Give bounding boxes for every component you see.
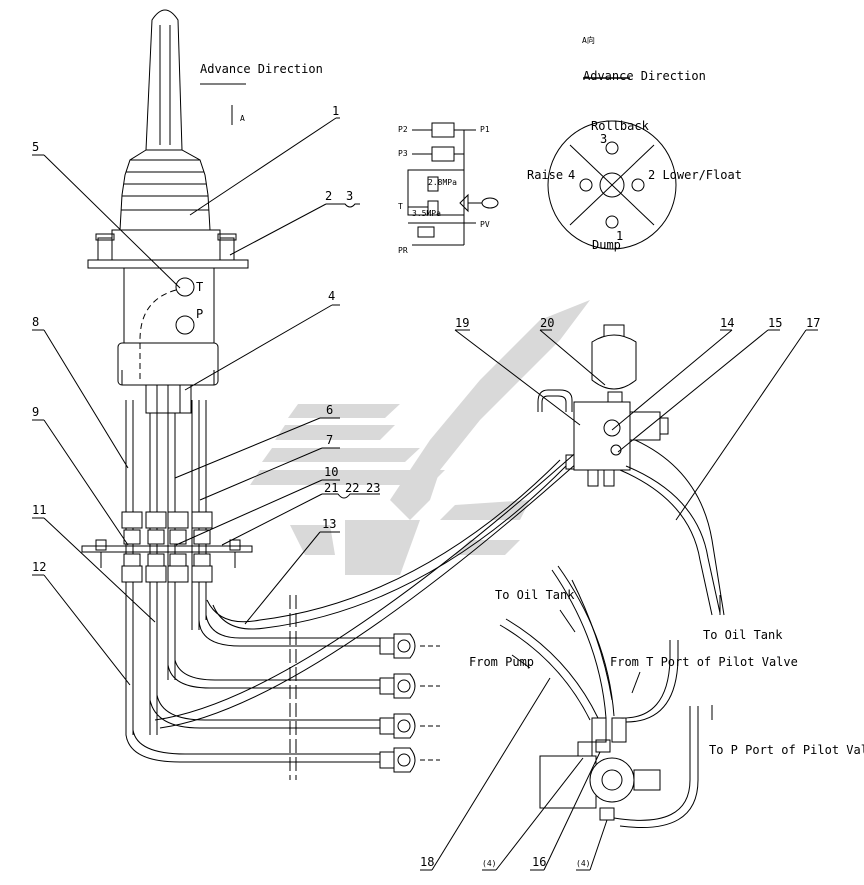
callout-22: 22: [345, 481, 359, 495]
schem-p1: P1: [480, 125, 490, 134]
callout-16: 16: [532, 855, 546, 869]
mounting-flange: [87, 259, 249, 269]
accumulator-valve-block: [537, 324, 669, 487]
callout-6: 6: [326, 403, 333, 417]
callout-2: 2: [325, 189, 332, 203]
rubber-boot: [119, 149, 211, 231]
schem-pr: PR: [398, 246, 408, 255]
callout-4: 4: [328, 289, 335, 303]
text-labels: Advance Direction A A向 Advance Direction…: [196, 35, 864, 757]
port-p-label: P: [196, 307, 203, 321]
tank-return-hoses: [619, 439, 725, 720]
schem-pv: PV: [480, 220, 490, 229]
position-4: 4: [568, 168, 575, 182]
from-pump-label: From Pump: [469, 655, 534, 669]
callout-8: 8: [32, 315, 39, 329]
callout-13: 13: [322, 517, 336, 531]
hydraulic-schematic-symbol: P2 P1 P3 T PV PR 2.8MPa 3.5MPa: [398, 122, 499, 255]
joystick-handle: [145, 9, 183, 151]
bulkhead-plate: [81, 511, 253, 583]
to-oil-tank-1: To Oil Tank: [495, 588, 575, 602]
callout-5: 5: [32, 140, 39, 154]
view-a-title: A向: [582, 35, 595, 45]
callout-18: 18: [420, 855, 434, 869]
callout-23: 23: [366, 481, 380, 495]
advance-direction-left: Advance Direction: [200, 62, 323, 76]
from-t-port-label: From T Port of Pilot Valve: [610, 655, 798, 669]
schem-p3: P3: [398, 149, 408, 158]
callout-15: 15: [768, 316, 782, 330]
dump-label: Dump: [592, 238, 621, 252]
callout-3: 3: [346, 189, 353, 203]
schem-pressure-2: 3.5MPa: [412, 209, 441, 218]
callout-12: 12: [32, 560, 46, 574]
t-port-circle: [175, 277, 195, 297]
advance-direction-right: Advance Direction: [583, 69, 706, 83]
curved-hoses: [125, 439, 597, 763]
callout-4-paren-b: (4): [576, 859, 590, 868]
callout-20: 20: [540, 316, 554, 330]
schem-pressure-1: 2.8MPa: [428, 178, 457, 187]
callout-21: 21: [324, 481, 338, 495]
callout-1: 1: [332, 104, 339, 118]
p-port-circle: [175, 315, 195, 335]
to-p-port-label: To P Port of Pilot Valve: [709, 743, 864, 757]
callout-14: 14: [720, 316, 734, 330]
watermark-logo: [250, 300, 590, 575]
view-mark-a: A: [240, 114, 245, 123]
view-a-circle: [547, 120, 677, 250]
position-1: 1: [616, 229, 623, 243]
lower-float-label: 2 Lower/Float: [648, 168, 742, 182]
callout-11: 11: [32, 503, 46, 517]
callout-19: 19: [455, 316, 469, 330]
rollback-label: Rollback: [591, 119, 650, 133]
position-3: 3: [600, 132, 607, 146]
callout-10: 10: [324, 465, 338, 479]
callout-4-paren-a: (4): [482, 859, 496, 868]
callout-numbers: 1 2 3 4 5 6 7 8 9 10 11 12 13 14 15 16 1…: [32, 104, 820, 869]
lower-valve-assembly: [499, 565, 699, 828]
callout-17: 17: [806, 316, 820, 330]
schem-t: T: [398, 202, 403, 211]
pilot-valve-assembly: [87, 9, 249, 414]
callout-leaders: [32, 83, 818, 871]
callout-9: 9: [32, 405, 39, 419]
port-t-label: T: [196, 280, 203, 294]
hose-fittings: [289, 595, 440, 780]
schem-p2: P2: [398, 125, 408, 134]
to-oil-tank-2: To Oil Tank: [703, 628, 783, 642]
raise-label: Raise: [527, 168, 563, 182]
view-a-direction-diagram: [547, 77, 677, 250]
callout-7: 7: [326, 433, 333, 447]
